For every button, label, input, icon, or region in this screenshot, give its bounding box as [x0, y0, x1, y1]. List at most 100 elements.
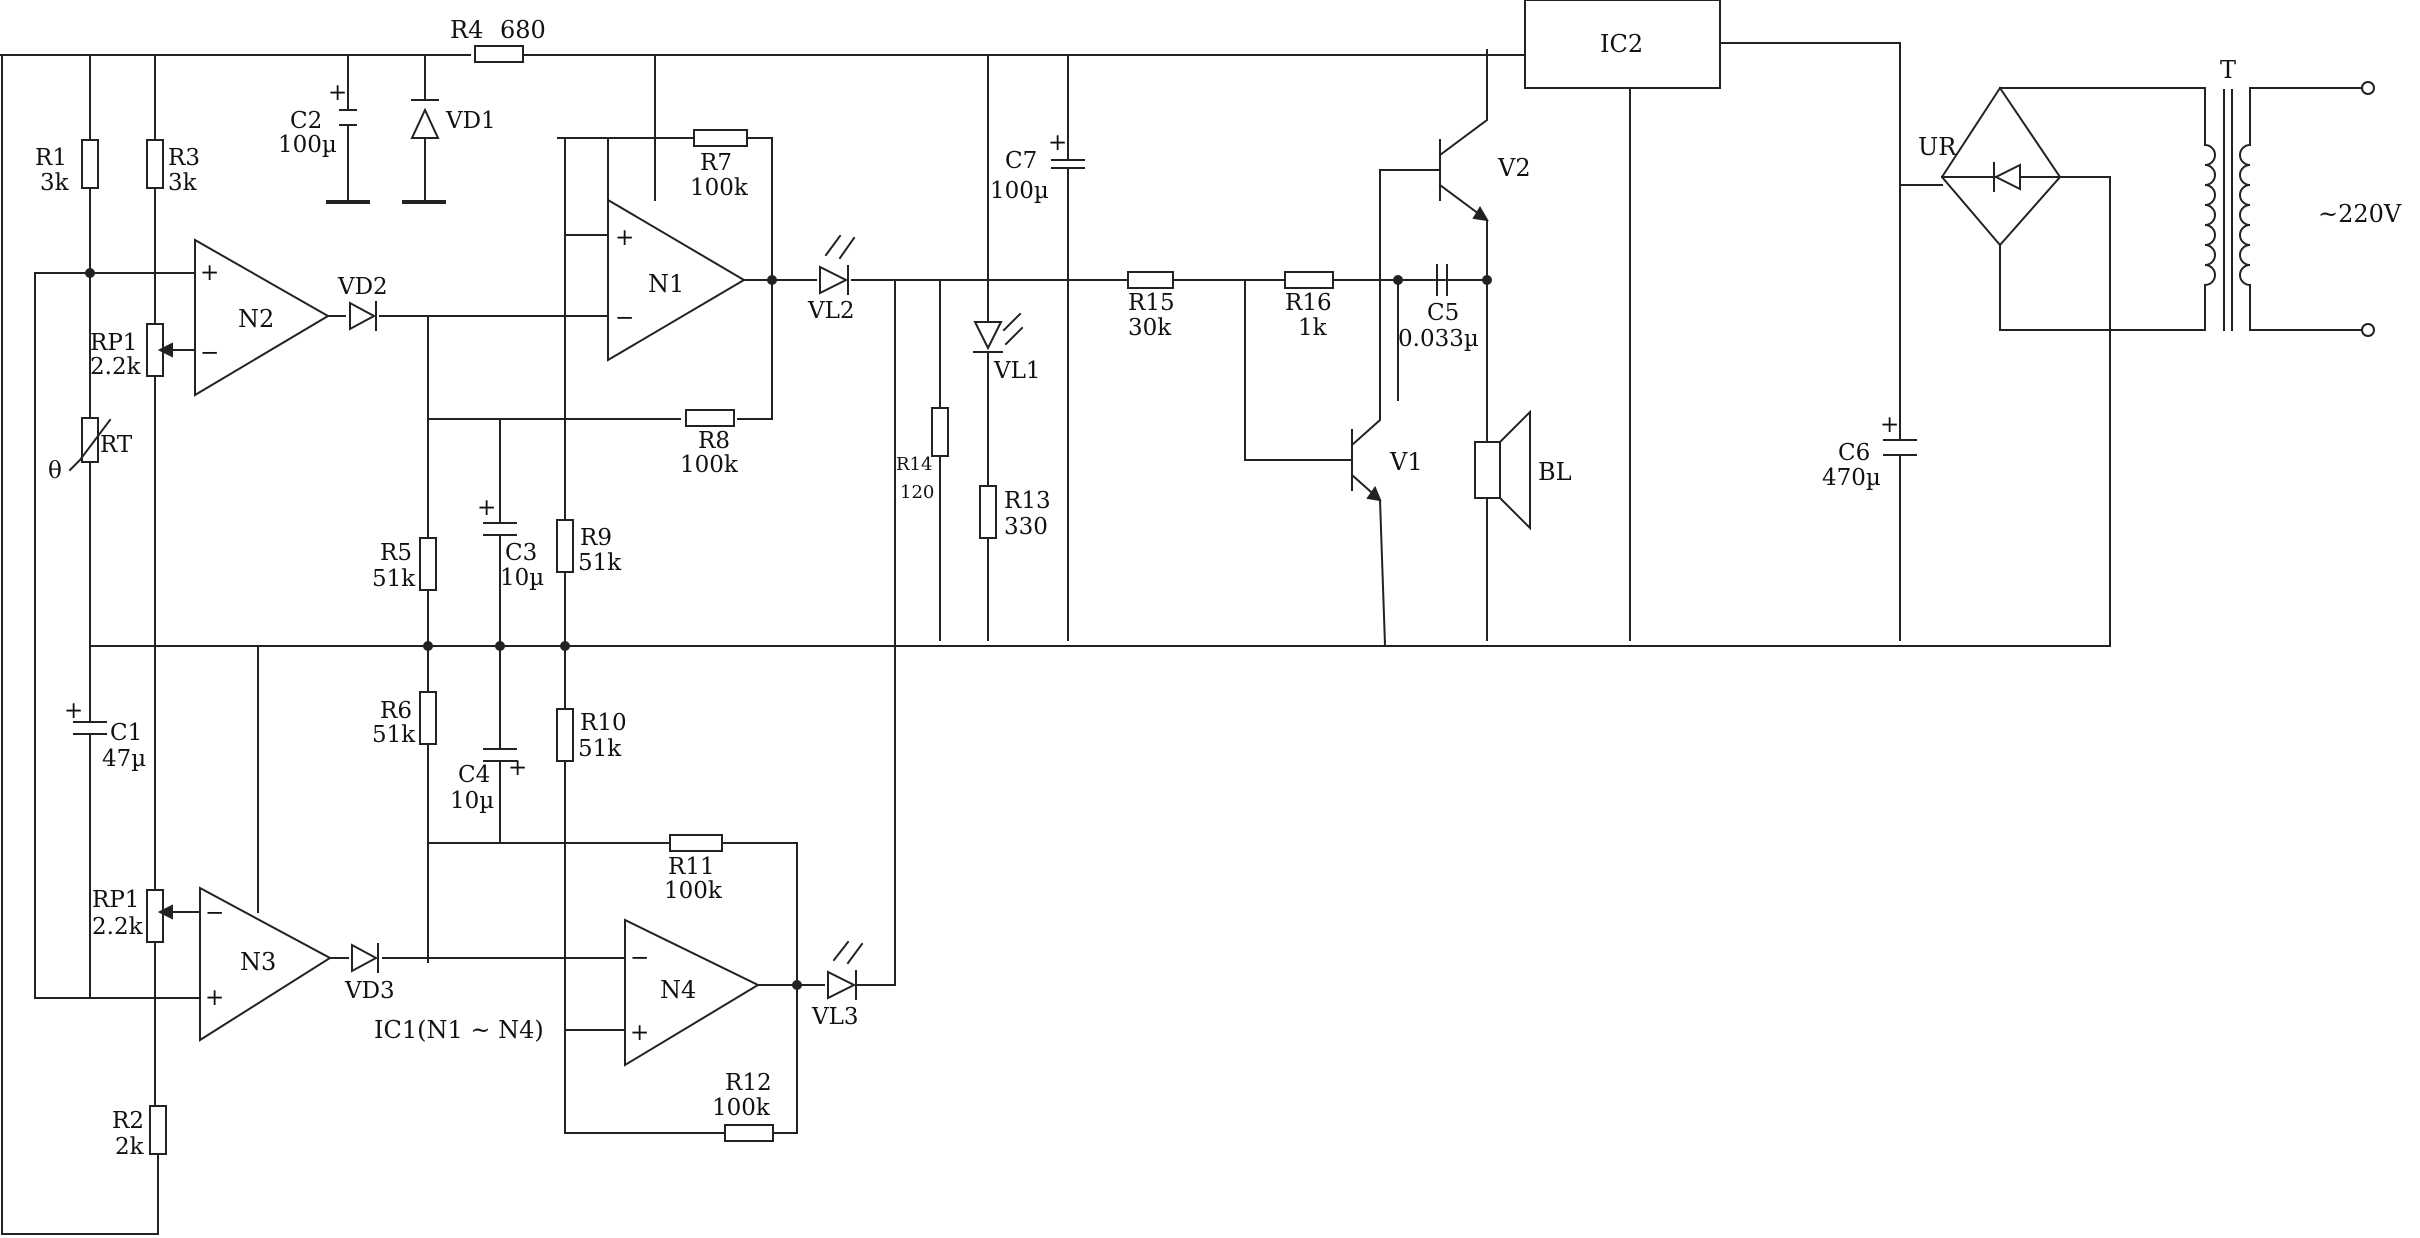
v1-label: V1 — [1389, 448, 1423, 476]
potentiometer-rp1-top: RP1 2.2k — [90, 323, 173, 380]
r13-label: R13 — [1004, 488, 1051, 514]
r7-label: R7 — [700, 150, 732, 176]
capacitor-c4: C4 10µ + — [450, 748, 527, 814]
opamp-n3: − + N3 — [199, 886, 332, 1042]
c1-value: 47µ — [102, 746, 146, 772]
c5-label: C5 — [1427, 300, 1459, 326]
r14-value: 120 — [900, 482, 934, 503]
c7-plus: + — [1048, 130, 1067, 156]
resistor-r7: R7 100k — [690, 129, 749, 201]
vd3-label: VD3 — [344, 978, 395, 1004]
r8-label: R8 — [698, 428, 730, 454]
v2-label: V2 — [1497, 154, 1531, 182]
opamp-n1: + − N1 — [564, 198, 746, 362]
mains-label: ~220V — [2318, 200, 2402, 228]
capacitor-c2: C2 100µ + — [278, 80, 370, 204]
rt-theta: θ — [48, 458, 62, 484]
resistor-r6: R6 51k — [372, 691, 437, 748]
speaker-bl: BL — [1474, 409, 1572, 531]
led-vl2: VL2 — [807, 234, 856, 324]
r15-label: R15 — [1128, 290, 1175, 316]
resistor-r9: R9 51k — [556, 519, 622, 576]
rp1-top-value: 2.2k — [90, 354, 142, 380]
ic2-label: IC2 — [1600, 30, 1643, 58]
c4-value: 10µ — [450, 788, 494, 814]
junction-dots — [85, 268, 1492, 990]
r12-value: 100k — [712, 1095, 771, 1121]
n1-label: N1 — [648, 270, 684, 298]
r5-value: 51k — [372, 566, 416, 592]
r7-value: 100k — [690, 175, 749, 201]
r6-label: R6 — [380, 698, 412, 724]
r4-label: R4 — [450, 16, 483, 44]
r11-label: R11 — [668, 854, 715, 880]
resistor-r5: R5 51k — [372, 537, 437, 592]
c3-plus: + — [477, 495, 496, 521]
n1-plus: + — [615, 225, 634, 251]
mains-terminals: ~220V — [2318, 81, 2402, 337]
transistor-v1: V1 — [1366, 448, 1423, 502]
capacitor-c6: C6 470µ + — [1822, 412, 1917, 491]
c4-label: C4 — [458, 762, 490, 788]
thermistor-rt: RT θ — [48, 417, 133, 484]
r2-label: R2 — [112, 1108, 144, 1134]
c3-value: 10µ — [500, 565, 544, 591]
vd2-label: VD2 — [337, 274, 388, 300]
r1-value: 3k — [40, 170, 70, 196]
r16-value: 1k — [1298, 315, 1328, 341]
resistor-r11: R11 100k — [664, 834, 723, 904]
r6-value: 51k — [372, 722, 416, 748]
n4-plus: + — [630, 1020, 649, 1046]
n3-label: N3 — [240, 948, 276, 976]
capacitor-c3: C3 10µ + — [477, 495, 544, 591]
rp1-bottom-label: RP1 — [92, 887, 139, 913]
r9-value: 51k — [578, 550, 622, 576]
r3-label: R3 — [168, 145, 200, 171]
transistor-v2: V2 — [1472, 154, 1531, 222]
c3-label: C3 — [505, 540, 537, 566]
r5-label: R5 — [380, 540, 412, 566]
c6-label: C6 — [1838, 440, 1870, 466]
resistor-r15: R15 30k — [1127, 271, 1175, 341]
c7-value: 100µ — [990, 178, 1049, 204]
rp1-top-label: RP1 — [90, 330, 137, 356]
c6-plus: + — [1880, 412, 1899, 438]
resistor-r12: R12 100k — [712, 1070, 774, 1142]
resistor-r16: R16 1k — [1284, 271, 1334, 341]
potentiometer-rp1-bottom: RP1 2.2k — [92, 887, 201, 943]
r3-value: 3k — [168, 170, 198, 196]
r4-value: 680 — [500, 16, 546, 44]
opamp-n4: − + N4 — [624, 918, 761, 1067]
r1-label: R1 — [35, 145, 67, 171]
bl-label: BL — [1538, 458, 1572, 486]
resistor-r13: R13 330 — [979, 485, 1051, 540]
c1-label: C1 — [110, 720, 142, 746]
transformer-t: T — [2203, 56, 2252, 331]
ic2-regulator: IC2 — [1524, 0, 1721, 89]
resistor-r4: R4 680 — [450, 16, 546, 63]
vl2-label: VL2 — [807, 298, 855, 324]
c4-plus: + — [508, 755, 527, 781]
resistor-r1: R1 3k — [35, 139, 99, 196]
t-label: T — [2220, 56, 2236, 84]
c5-value: 0.033µ — [1398, 326, 1479, 352]
n1-minus: − — [615, 305, 634, 331]
n3-plus: + — [205, 985, 224, 1011]
n4-minus: − — [630, 945, 649, 971]
n2-label: N2 — [238, 305, 274, 333]
ic1-label: IC1(N1 ~ N4) — [374, 1016, 544, 1044]
r11-value: 100k — [664, 878, 723, 904]
c2-label: C2 — [290, 108, 322, 134]
r16-label: R16 — [1285, 290, 1332, 316]
resistor-r10: R10 51k — [556, 708, 627, 762]
ur-label: UR — [1918, 133, 1957, 161]
c6-value: 470µ — [1822, 465, 1881, 491]
n4-label: N4 — [660, 976, 696, 1004]
vl3-label: VL3 — [811, 1004, 859, 1030]
r12-label: R12 — [725, 1070, 772, 1096]
diode-vd2: VD2 — [337, 274, 388, 331]
r13-value: 330 — [1004, 514, 1048, 540]
resistor-r14: R14 120 — [896, 407, 949, 503]
vl1-label: VL1 — [993, 358, 1041, 384]
